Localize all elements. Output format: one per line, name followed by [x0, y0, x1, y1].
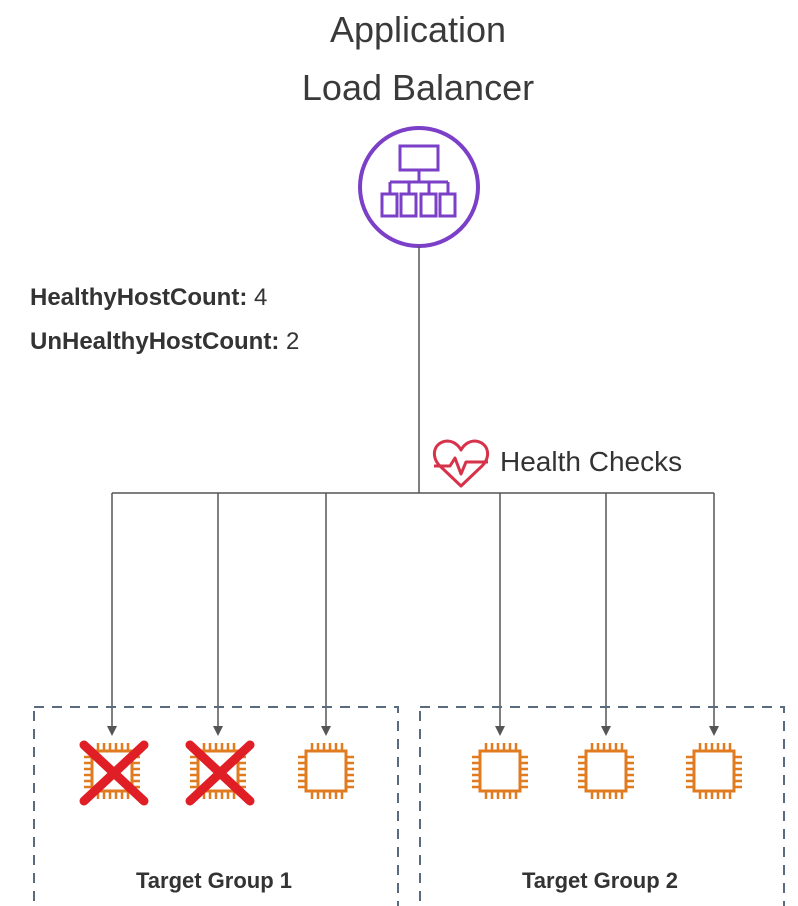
target-group-1-label: Target Group 1	[135, 868, 293, 893]
unhealthy-host-count-label: UnHealthyHostCount:	[30, 328, 280, 355]
healthy-host-count-value: 4	[254, 284, 268, 311]
ec2-instance-icon	[470, 741, 530, 801]
ec2-instance-icon	[296, 741, 356, 801]
ec2-instance-icon	[576, 741, 636, 801]
health-checks-label: Health Checks	[500, 446, 683, 477]
alb-title-line2: Load Balancer	[301, 67, 535, 108]
target-group-2-label: Target Group 2	[521, 868, 679, 893]
alb-title-line1: Application	[329, 9, 507, 50]
healthy-host-count: HealthyHostCount: 4	[30, 284, 267, 312]
alb-icon	[358, 126, 480, 248]
unhealthy-host-count-value: 2	[286, 328, 300, 355]
ec2-instance-icon	[684, 741, 744, 801]
target-group-1-box	[33, 706, 399, 906]
red-x-icon	[185, 740, 255, 806]
target-group-2-box	[419, 706, 785, 906]
unhealthy-host-count: UnHealthyHostCount: 2	[30, 328, 299, 356]
red-x-icon	[79, 740, 149, 806]
heart-pulse-icon	[432, 439, 490, 488]
healthy-host-count-label: HealthyHostCount:	[30, 284, 248, 311]
